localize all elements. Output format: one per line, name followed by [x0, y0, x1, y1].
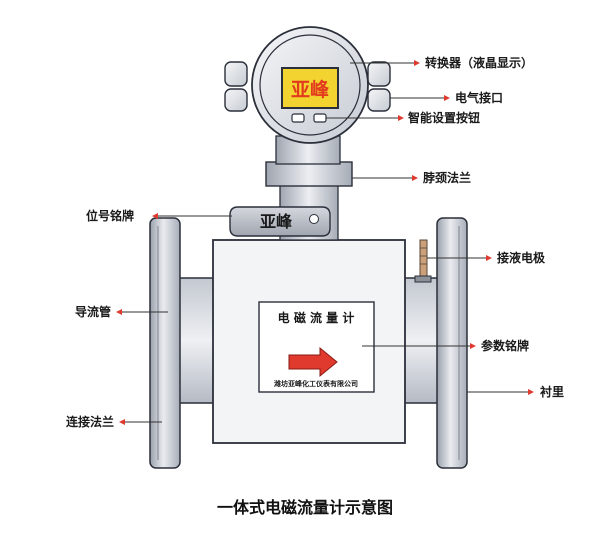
callout-connection-flange [119, 419, 162, 425]
callout-liner [467, 389, 534, 395]
converter-bezel [259, 34, 361, 136]
label-smart-buttons: 智能设置按钮 [408, 111, 481, 125]
callout-tag-plate [152, 213, 232, 219]
diagram-caption: 一体式电磁流量计示意图 [216, 498, 393, 517]
callout-neck-flange [352, 175, 418, 181]
parameter-plate-title: 电 磁 流 量 计 [278, 310, 355, 325]
left-flange [149, 217, 181, 469]
label-tag-plate: 位号铭牌 [86, 209, 135, 223]
parameter-plate-company: 潍坊亚峰化工仪表有限公司 [274, 379, 358, 388]
label-connection-flange: 连接法兰 [66, 415, 115, 429]
label-grounding-electrode: 接液电极 [497, 251, 546, 265]
lcd-display-text: 亚峰 [291, 78, 330, 101]
tag-plate-shape [229, 206, 331, 237]
callout-electrical-interface [390, 95, 450, 101]
smart-button-left [291, 113, 305, 123]
callout-flow-tube [116, 309, 168, 315]
parameter-plate [258, 301, 375, 393]
flow-direction-arrow [288, 346, 338, 378]
callout-grounding-electrode [427, 255, 492, 261]
right-flange [436, 217, 468, 469]
label-parameter-plate: 参数铭牌 [481, 339, 530, 353]
label-flow-tube: 导流管 [75, 305, 112, 319]
label-converter: 转换器（液晶显示） [425, 56, 534, 70]
cable-gland-right [367, 61, 391, 112]
callout-smart-buttons [326, 115, 404, 121]
lcd-screen [281, 67, 339, 109]
label-electrical-interface: 电气接口 [455, 91, 504, 105]
callout-parameter-plate [362, 343, 476, 349]
tag-plate-text: 亚峰 [260, 212, 293, 231]
cable-gland-left [224, 61, 248, 112]
smart-button-right [313, 113, 327, 123]
callout-converter [350, 60, 420, 66]
label-liner: 衬里 [540, 385, 565, 399]
grounding-electrode [414, 239, 432, 283]
neck-flange [265, 161, 353, 187]
label-neck-flange: 脖颈法兰 [423, 171, 472, 185]
